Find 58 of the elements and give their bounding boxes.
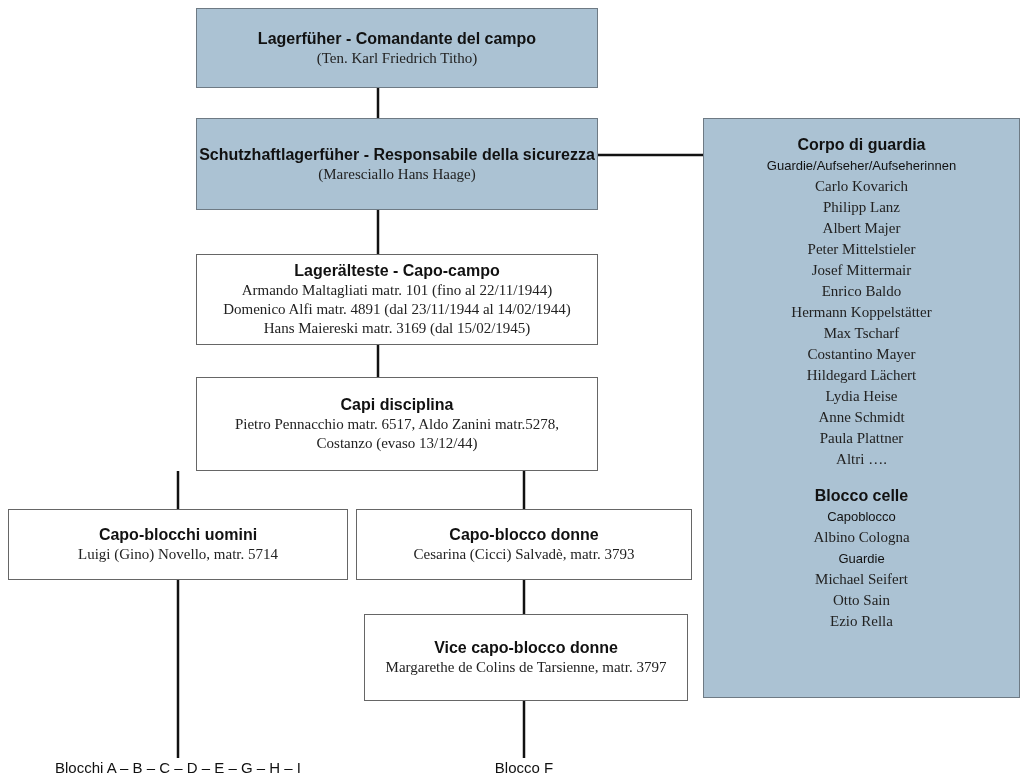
person-name: Altri ….	[836, 450, 887, 469]
role-subheading: Capoblocco	[827, 508, 896, 526]
person-name: Max Tscharf	[823, 324, 900, 343]
person-name: Ezio Rella	[830, 612, 893, 631]
person-name: Costantino Mayer	[807, 345, 916, 364]
connector-line	[522, 580, 526, 614]
person-name: Josef Mittermair	[811, 261, 912, 280]
connector-line	[176, 471, 180, 509]
role-box	[196, 8, 598, 88]
role-box	[8, 509, 348, 580]
role-title: Capi disciplina	[340, 395, 454, 415]
role-box	[356, 509, 692, 580]
section-heading: Blocco celle	[814, 486, 909, 506]
role-subheading: Guardie	[838, 550, 885, 568]
role-title: Schutzhaftlagerfüher - Responsabile della sicurezza	[199, 144, 595, 165]
role-title: Lagerfüher - Comandante del campo	[257, 28, 537, 49]
person-details: Domenico Alfi matr. 4891 (dal 23/11/1944 al 14/02/1944)	[223, 300, 571, 319]
connector-line	[376, 210, 380, 254]
person-name: Lydia Heise	[825, 387, 898, 406]
connector-line	[176, 580, 180, 758]
person-name: Albino Cologna	[813, 528, 910, 547]
person-name: Otto Sain	[832, 591, 891, 610]
role-title: Capo-blocco donne	[449, 525, 599, 545]
connector-line	[376, 88, 380, 118]
person-name: Carlo Kovarich	[815, 177, 908, 196]
person-name: Peter Mittelstieler	[807, 240, 916, 259]
person-name: Paula Plattner	[819, 429, 904, 448]
block-label: Blocco F	[494, 759, 554, 777]
person-name: Hildegard Lächert	[806, 366, 917, 385]
role-box	[196, 377, 598, 471]
role-subheading: Guardie/Aufseher/Aufseherinnen	[766, 157, 957, 175]
person-details: Margarethe de Colins de Tarsienne, matr. 3797	[385, 658, 667, 677]
role-title: Vice capo-blocco donne	[434, 638, 618, 658]
role-box	[196, 254, 598, 345]
connector-line	[376, 345, 380, 377]
role-box	[364, 614, 688, 701]
role-title: Capo-blocchi uomini	[98, 525, 258, 545]
person-details: Luigi (Gino) Novello, matr. 5714	[78, 545, 278, 564]
person-details: Cesarina (Cicci) Salvadè, matr. 3793	[413, 545, 635, 564]
person-details: Hans Maiereski matr. 3169 (dal 15/02/1945)	[263, 319, 531, 338]
connector-line	[598, 153, 703, 157]
person-name: Anne Schmidt	[818, 408, 905, 427]
section-heading: Corpo di guardia	[797, 135, 926, 155]
person-details: Armando Maltagliati matr. 101 (fino al 22/11/1944)	[241, 281, 553, 300]
person-name: Michael Seifert	[815, 570, 908, 589]
person-name: Albert Majer	[822, 219, 901, 238]
person-details: (Maresciallo Hans Haage)	[318, 164, 476, 184]
person-details: Pietro Pennacchio matr. 6517, Aldo Zanini matr.5278, Costanzo (evaso 13/12/44)	[233, 415, 561, 453]
guard-panel	[703, 118, 1020, 698]
connector-line	[522, 471, 526, 509]
person-name: Philipp Lanz	[822, 198, 901, 217]
person-name: Enrico Baldo	[821, 282, 902, 301]
role-title: Lagerälteste - Capo-campo	[294, 261, 500, 281]
block-label: Blocchi A – B – C – D – E – G – H – I	[55, 759, 301, 777]
person-name: Hermann Koppelstätter	[791, 303, 932, 322]
person-details: (Ten. Karl Friedrich Titho)	[316, 48, 478, 68]
connector-line	[522, 701, 526, 758]
role-box	[196, 118, 598, 210]
